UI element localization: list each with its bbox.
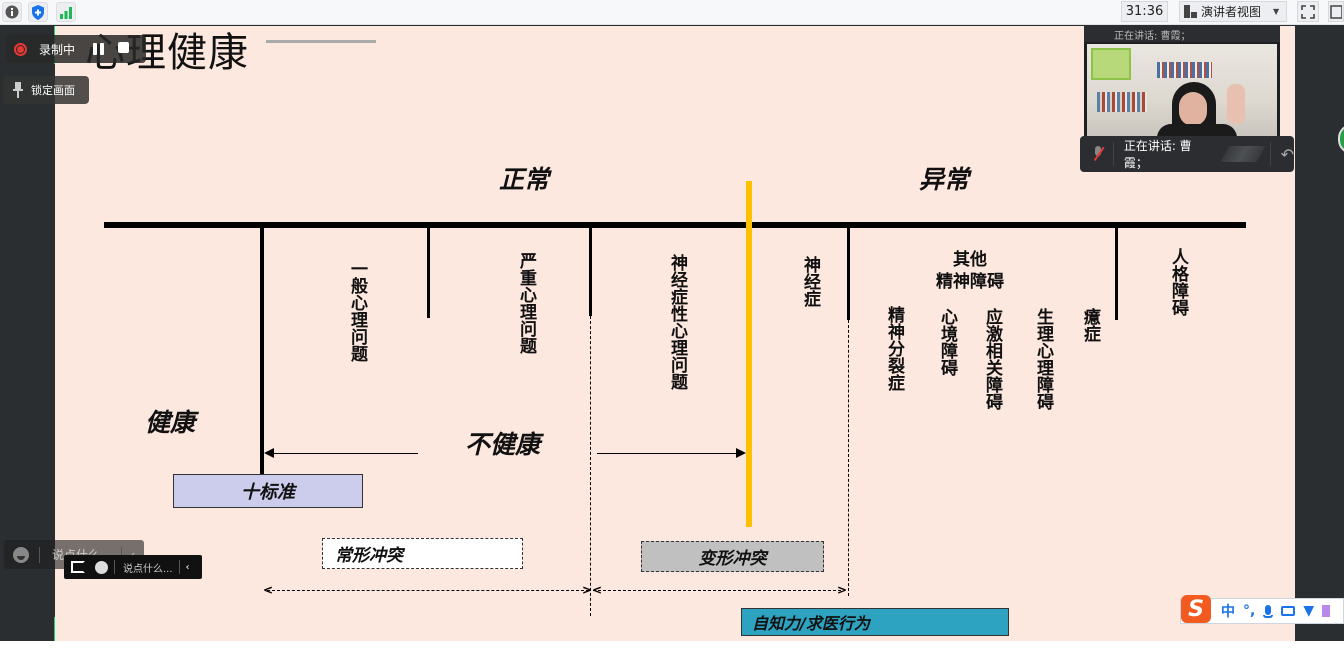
more-icon[interactable] [1322,605,1331,617]
chevron-down-icon: ▼ [1273,7,1280,16]
chevron-left-icon[interactable]: ‹ [130,548,135,562]
abnormal-label: 异常 [919,165,970,194]
window-icon [1330,4,1342,19]
lock-screen-label: 锁定画面 [31,84,75,97]
chat-input-bar-mini[interactable]: 说点什么... ‹ [64,555,202,579]
disorder-schizophrenia: 精神分裂症 [884,306,904,391]
separator [39,546,40,563]
dashed-divider [848,320,849,596]
chevron-right-icon: > [837,583,848,597]
right-panel [1295,26,1344,641]
recording-status: 录制中 [39,42,76,57]
recording-control: 录制中 [6,35,146,63]
chevron-left-icon: < [263,583,274,597]
shirt-icon[interactable]: ▼ [1303,603,1315,619]
unhealthy-label: 不健康 [465,430,541,459]
mic-icon[interactable] [1263,604,1274,618]
separator [1269,142,1271,166]
signal-decoration-icon [1220,146,1267,162]
separator [121,546,123,563]
category-personality: 人格障碍 [1168,248,1188,316]
pause-icon [93,43,105,55]
ten-standards-box: 十标准 [173,474,363,508]
category-neurosis: 神经症 [800,256,820,307]
ime-mode[interactable]: 中 [1221,604,1235,620]
participant-status-icon[interactable] [1338,124,1344,154]
video-header: 正在讲话: 曹霞； [1084,26,1280,42]
chevron-left-icon: < [592,583,603,597]
window-button[interactable] [1328,1,1344,22]
keyboard-icon[interactable] [1281,606,1296,616]
left-panel [0,26,54,641]
divider-personality [1115,226,1118,320]
other-mental-line2: 精神障碍 [936,272,1004,293]
chat-placeholder-mini: 说点什么... [123,563,173,575]
title-underline [266,40,376,43]
stop-icon [118,42,130,53]
other-mental-line1: 其他 [953,250,987,270]
regular-conflict-box: 常形冲突 [322,538,523,569]
divider-general [427,222,430,318]
disorder-psychophysiological: 生理心理障碍 [1033,308,1053,410]
speaker-name-header: 正在讲话: 曹霞； [1114,30,1191,42]
separator [178,560,180,574]
emoji-icon[interactable] [13,546,29,563]
info-icon[interactable] [2,2,22,22]
lock-screen-button[interactable]: 锁定画面 [3,76,89,104]
healthy-label: 健康 [145,408,196,437]
fullscreen-button[interactable] [1297,1,1319,22]
stop-recording-button[interactable] [118,42,130,56]
signal-icon[interactable] [56,2,76,22]
unhealthy-arrow-right [597,453,737,454]
shield-icon[interactable] [28,2,48,22]
active-speaker-bar: 正在讲话: 曹霞； ↶ [1080,136,1294,172]
pause-recording-button[interactable] [93,43,105,55]
spectrum-axis [104,222,1246,228]
layout-icon [1184,5,1197,18]
chevron-right-icon: > [582,583,593,597]
active-speaker-label: 正在讲话: 曹霞； [1123,139,1192,170]
view-mode-label: 演讲者视图 [1201,5,1262,19]
view-mode-dropdown[interactable]: 演讲者视图 ▼ [1179,1,1287,22]
healthy-divider [260,226,264,474]
category-neurotic-problem: 神经症性心理问题 [667,254,687,390]
bottom-strip [0,641,1344,651]
arrowhead-left-icon [264,448,274,458]
emoji-icon[interactable] [95,560,108,574]
insight-box: 自知力/求医行为 [741,608,1009,636]
speaker-video[interactable]: 正在讲话: 曹霞； [1084,26,1280,138]
fullscreen-icon [1301,4,1315,19]
sogou-logo[interactable]: S [1181,595,1211,623]
deformed-range-arrow [593,590,841,591]
disorder-mood: 心境障碍 [937,308,957,376]
record-icon [14,42,27,56]
category-other-mental: 其他 精神障碍 [925,249,1015,293]
chevron-left-icon[interactable]: ‹ [185,561,190,573]
share-screen-icon[interactable] [71,561,85,573]
meeting-timer: 31:36 [1121,1,1168,22]
video-feed [1087,44,1277,138]
disorder-stress: 应激相关障碍 [982,308,1002,410]
regular-range-arrow [267,590,589,591]
divider-severe [589,226,592,316]
separator [114,560,115,574]
normal-label: 正常 [499,165,550,194]
divider-neurosis [847,226,850,320]
category-general: 一般心理问题 [347,260,367,362]
dashed-divider [590,316,591,616]
separator [1112,142,1114,166]
unhealthy-arrow-left [273,453,418,454]
pin-icon [13,82,23,98]
top-toolbar: 31:36 演讲者视图 ▼ [0,0,1344,25]
category-severe: 严重心理问题 [516,252,536,354]
arrowhead-right-icon [736,448,746,458]
disorder-hysteria: 癔症 [1080,308,1100,342]
mic-muted-icon[interactable] [1092,146,1105,162]
deformed-conflict-box: 变形冲突 [641,541,824,572]
reply-icon[interactable]: ↶ [1280,144,1294,164]
ime-punctuation[interactable]: °, [1243,603,1256,619]
neurosis-boundary [746,181,752,527]
